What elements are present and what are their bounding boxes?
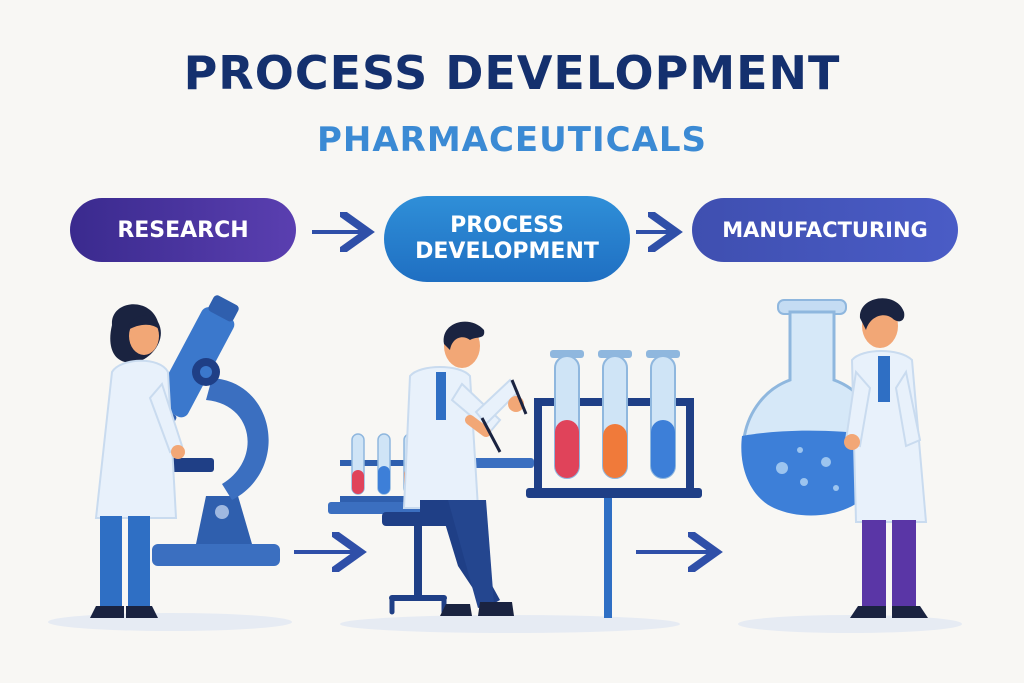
floor-shadow xyxy=(48,613,292,631)
test-tube-red xyxy=(550,350,584,479)
researcher-figure xyxy=(90,304,185,618)
floor-shadow xyxy=(738,615,962,633)
step-research-pill: RESEARCH xyxy=(70,198,296,262)
page-title: PROCESS DEVELOPMENT xyxy=(183,46,841,100)
floor-shadow xyxy=(340,615,680,633)
scientist-figure xyxy=(382,321,528,616)
step-process-development-label: PROCESS DEVELOPMENT xyxy=(415,212,599,264)
page-subtitle: PHARMACEUTICALS xyxy=(316,120,708,160)
step-manufacturing-pill: MANUFACTURING xyxy=(692,198,958,262)
step-process-development-pill: PROCESS DEVELOPMENT xyxy=(384,196,630,282)
step-manufacturing-label: MANUFACTURING xyxy=(722,218,928,242)
test-tube-blue xyxy=(646,350,680,479)
test-tube-orange xyxy=(598,350,632,479)
flask-icon xyxy=(741,299,884,516)
step-research-label: RESEARCH xyxy=(117,217,249,243)
worker-figure xyxy=(844,298,928,618)
